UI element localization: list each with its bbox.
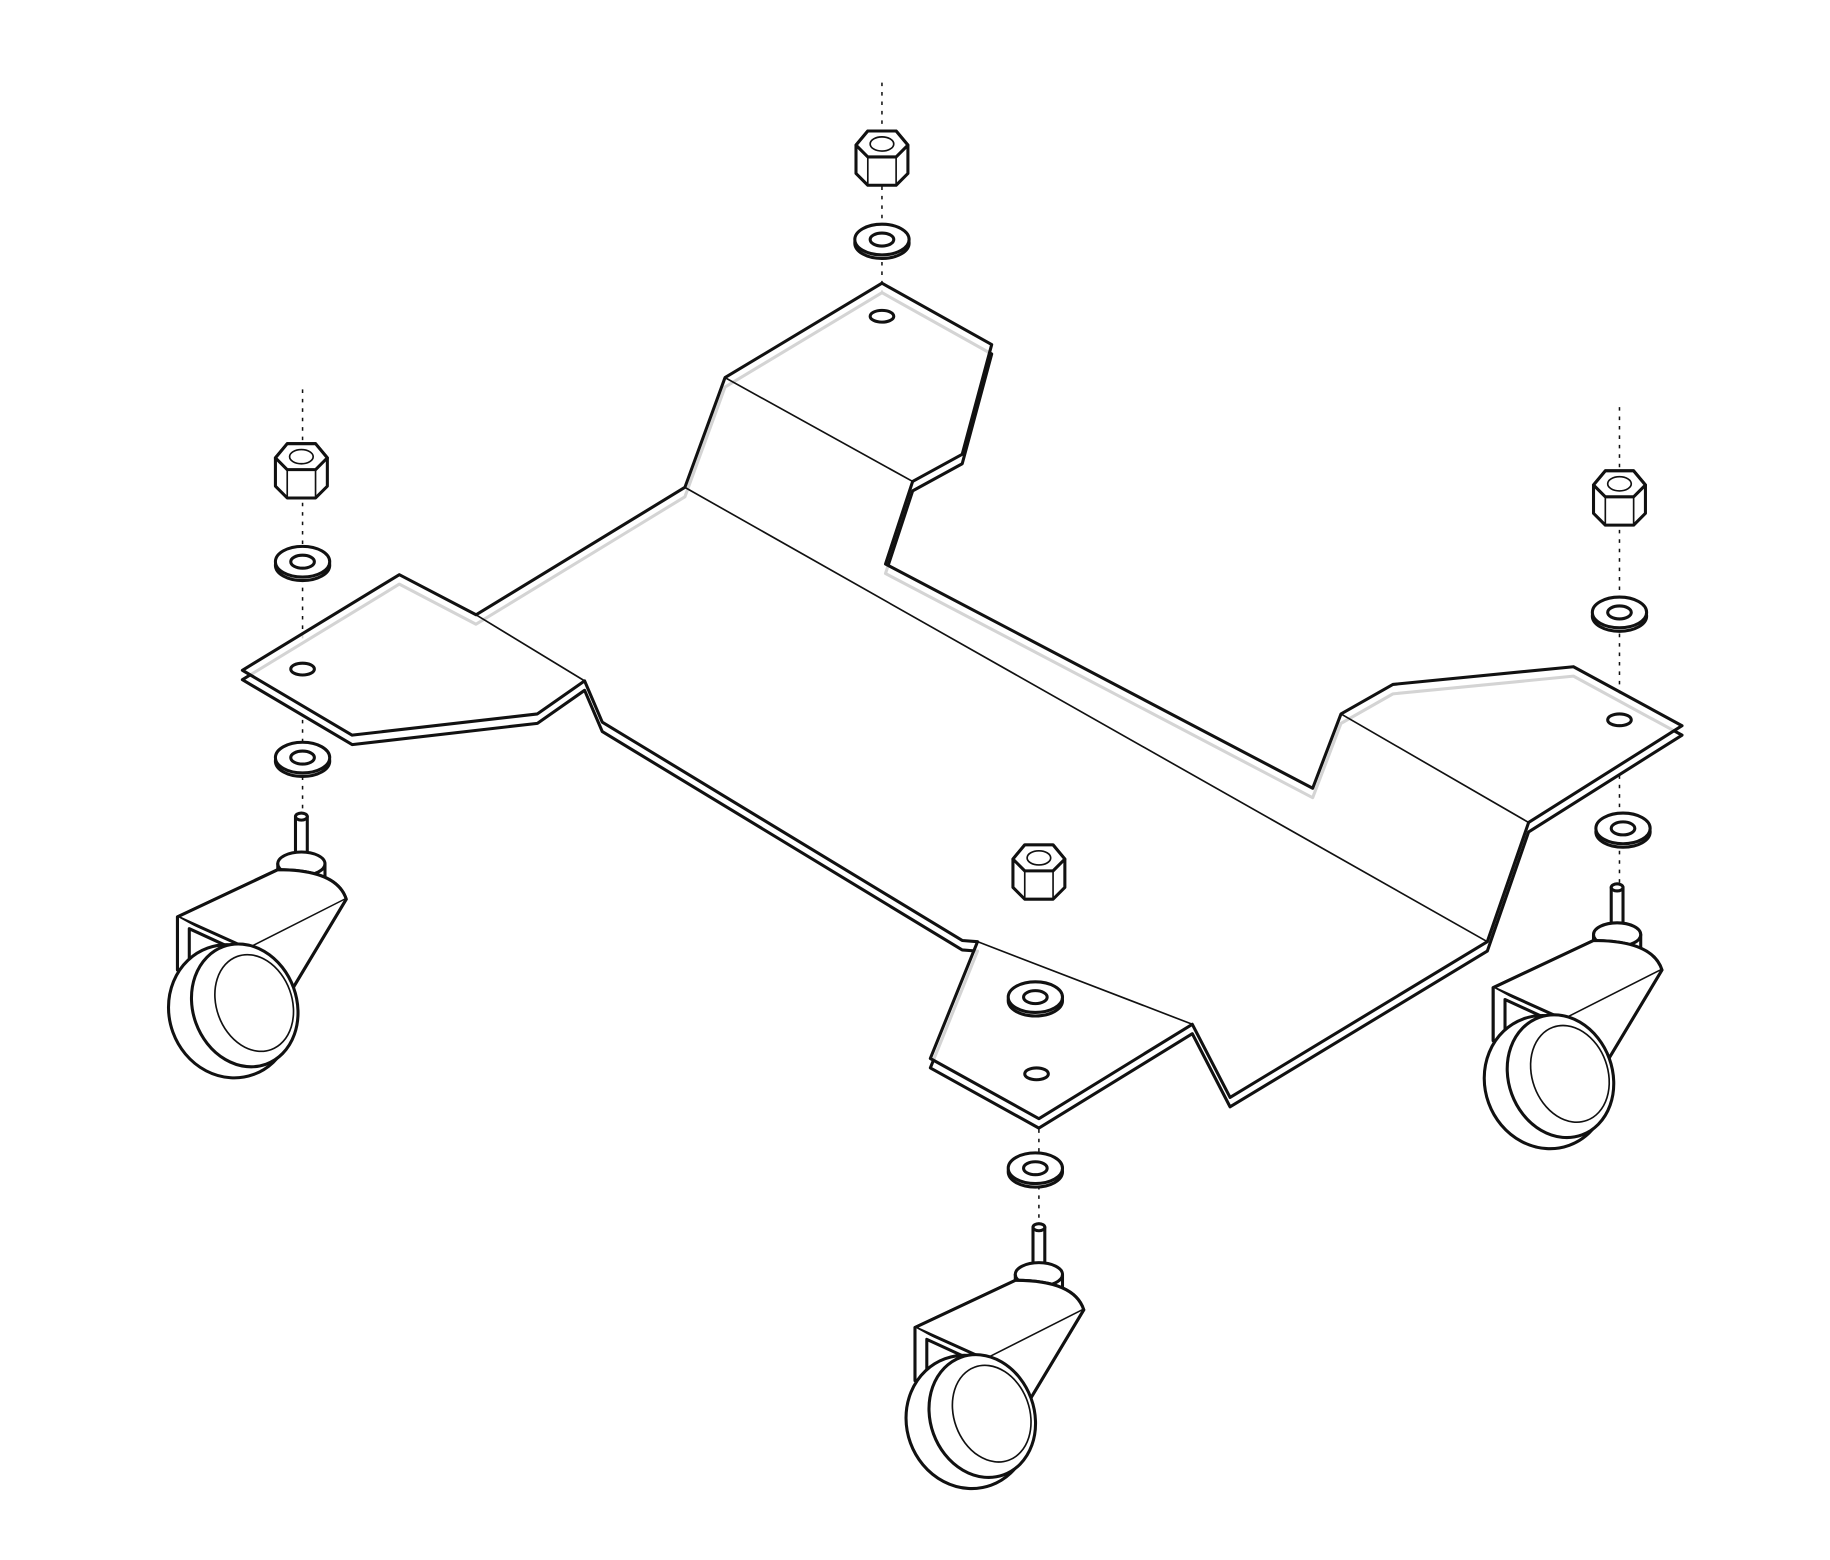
hole (1606, 712, 1633, 728)
hole (289, 661, 316, 677)
hole (868, 308, 896, 324)
mounting-plate (240, 281, 1684, 1130)
hole (1023, 1066, 1050, 1082)
